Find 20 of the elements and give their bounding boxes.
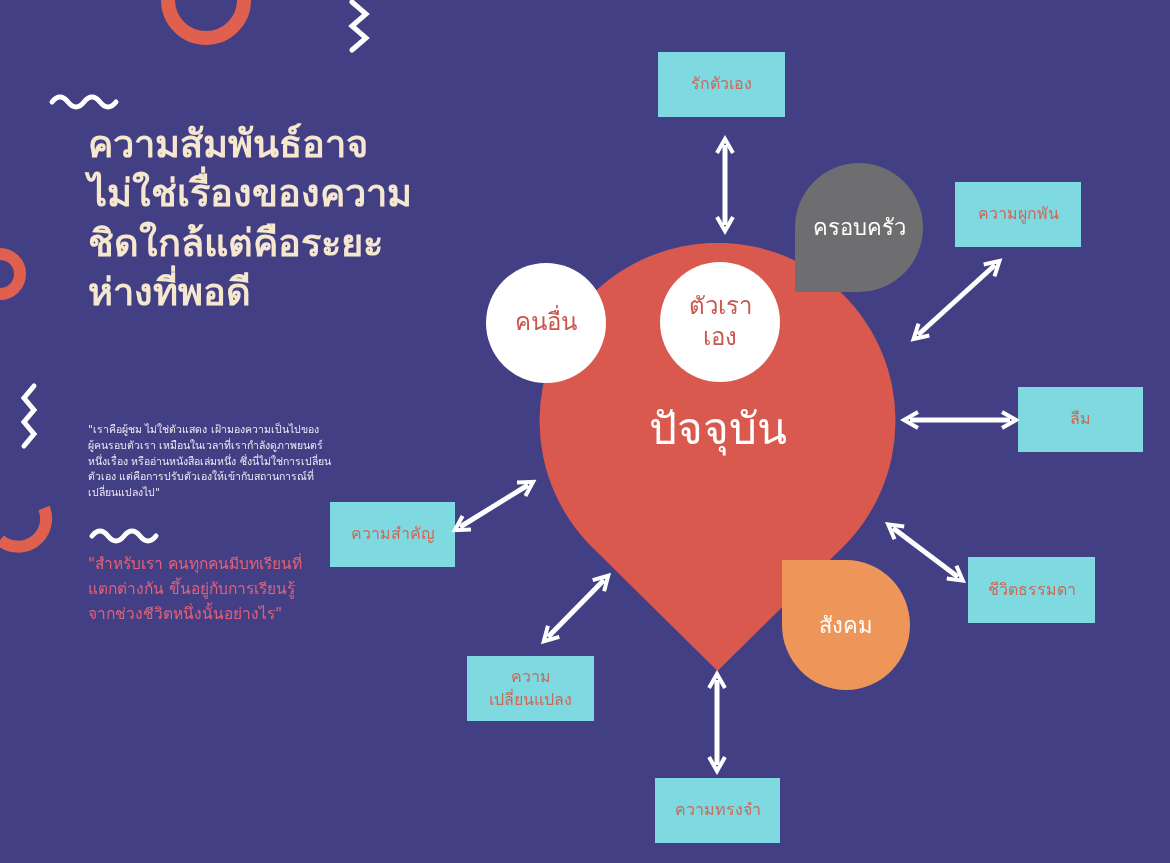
label-box: ความสำคัญ	[330, 502, 455, 567]
leaf-shape: สังคม	[782, 560, 910, 690]
label-box: ความเปลี่ยนแปลง	[467, 656, 594, 721]
double-arrow	[452, 479, 536, 533]
double-arrow	[715, 137, 735, 233]
quote-text: "เราคือผู้ชม ไม่ใช่ตัวแสดง เฝ้ามองความเป็นไปของผู้คนรอบตัวเรา เหมือนในเวลาที่เรากำลังดูภาพยนตร์หนึ่งเรื่อง หรืออ่านหนังสือเล่มหนึ่ง ซึ่งนี่ไม่ใช่การเปลี่ยนตัวเอง แต่คือการปรับตัวเองให้เข้ากับสถานการณ์ที่เปลี่ยนแปลงไป"	[88, 422, 332, 500]
label-box: ลืม	[1018, 387, 1143, 452]
double-arrow	[541, 573, 611, 644]
double-arrow	[707, 672, 727, 773]
label-box: ความผูกพัน	[955, 182, 1081, 247]
double-arrow	[902, 410, 1018, 430]
label-box: ชีวิตธรรมดา	[968, 557, 1095, 623]
double-arrow	[911, 258, 1002, 342]
center-label: ปัจจุบัน	[647, 403, 788, 456]
label-box: รักตัวเอง	[658, 52, 785, 117]
double-arrow	[886, 522, 965, 583]
label-box: ความทรงจำ	[655, 778, 780, 843]
quote-text: "สำหรับเรา คนทุกคนมีบทเรียนที่แตกต่างกัน ขึ้นอยู่กับการเรียนรู้จากช่วงชีวิตหนึ่งนั้นอย่างไร"	[88, 552, 303, 625]
leaf-shape: ครอบครัว	[795, 163, 923, 292]
circle-node: คนอื่น	[486, 263, 606, 383]
